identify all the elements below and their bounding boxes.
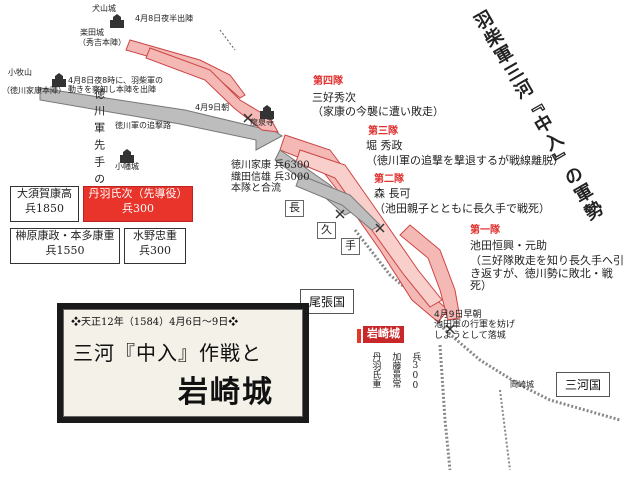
place-inuyama: 犬山城 xyxy=(92,4,116,13)
div1-tag: 第一隊 xyxy=(470,225,500,236)
div1-name: 池田恒興・元助 xyxy=(470,239,547,252)
note-apr8-ieyasu: 4月8日夜8時に、羽柴軍の動きを察知し本陣を出陣 xyxy=(68,76,164,95)
iwasaki-defender-troops: 兵300 xyxy=(410,352,421,391)
div2-note: （池田親子とともに長久手で戦死） xyxy=(374,202,550,215)
place-okazaki: 岡崎城 xyxy=(510,380,534,389)
title-panel: ❖天正12年（1584）4月6日〜9日❖ 三河『中入』作戦と 岩崎城 xyxy=(57,303,309,423)
hashiba-return-arrow-1 xyxy=(295,149,443,308)
div1-note: （三好隊敗走を知り長久手へ引き返すが、徳川勢に敗北・戦死） xyxy=(470,254,624,293)
note-iwasaki-attack: 4月9日早朝 池田軍の行軍を妨げ しようとして落城 xyxy=(434,310,516,341)
div4-note: （家康の今襲に遭い敗走） xyxy=(312,105,444,118)
road-line xyxy=(353,229,621,422)
div2-tag: 第二隊 xyxy=(374,174,404,185)
battle-mark-3 xyxy=(375,223,385,233)
battle-kanji-1: 長 xyxy=(285,200,304,217)
battle-mark-1 xyxy=(243,113,253,123)
general-name: 榊原康政・本多康重 xyxy=(15,229,115,242)
battle-mark-2 xyxy=(335,209,345,219)
place-gakuden: 楽田城 xyxy=(80,28,104,37)
title-line2: 岩崎城 xyxy=(178,375,274,410)
place-komaki: 小牧山 xyxy=(8,68,32,77)
place-ryusenji: 龍泉寺 xyxy=(250,118,274,127)
note-pursuit: 徳川軍の追撃路 xyxy=(115,121,171,130)
general-box-sakakibara: 榊原康政・本多康重 兵1550 xyxy=(10,228,120,264)
general-troops: 兵300 xyxy=(122,201,154,215)
place-komaki-note: （徳川家康本陣） xyxy=(2,86,66,95)
castle-icon xyxy=(108,13,126,28)
battle-kanji-3: 手 xyxy=(341,238,360,255)
div3-tag: 第三隊 xyxy=(368,126,398,137)
div4-name: 三好秀次 xyxy=(312,91,356,104)
general-troops: 兵300 xyxy=(139,243,171,257)
battle-kanji-2: 久 xyxy=(317,222,336,239)
general-name: 大須賀康高 xyxy=(17,187,72,200)
general-box-osuga: 大須賀康高 兵1850 xyxy=(10,186,79,222)
castle-icon xyxy=(258,104,276,119)
div4-tag: 第四隊 xyxy=(313,76,343,87)
title-line1: 三河『中入』作戦と xyxy=(73,341,262,365)
place-iwasaki: 岩崎城 xyxy=(363,326,404,343)
note-apr8-hideyoshi: 4月8日夜半出陣 xyxy=(135,14,194,23)
castle-icon xyxy=(50,72,68,87)
region-owari: 尾張国 xyxy=(300,289,355,314)
dashed-arrow xyxy=(219,29,236,51)
note-apr9: 4月9日朝 xyxy=(195,103,230,112)
iwasaki-red-marker xyxy=(357,329,361,343)
general-name: 水野忠重 xyxy=(133,229,177,242)
general-box-niwa-ujitsugu: 丹羽氏次（先導役） 兵300 xyxy=(83,186,193,222)
hashiba-return-arrow-2 xyxy=(399,224,461,321)
castle-icon xyxy=(118,148,136,163)
general-name: 丹羽氏次（先導役） xyxy=(88,187,188,200)
place-obata: 小幡城 xyxy=(115,162,139,171)
region-mikawa: 三河国 xyxy=(556,372,611,397)
ieyasu-main-army: 徳川家康 兵6300 織田信雄 兵3000 本隊と合流 xyxy=(231,160,310,194)
iwasaki-defender-ally: 加藤景常 xyxy=(390,352,401,388)
tokugawa-generals-label: 徳川軍先手の五将 xyxy=(92,88,106,224)
tokugawa-pursuit-arrow xyxy=(39,87,283,151)
road-line-2 xyxy=(438,344,452,471)
iwasaki-defender-name: 丹羽氏重 xyxy=(370,352,381,388)
title-date: ❖天正12年（1584）4月6日〜9日❖ xyxy=(71,317,239,328)
general-box-mizuno: 水野忠重 兵300 xyxy=(124,228,186,264)
div2-name: 森 長可 xyxy=(374,187,411,200)
road-line-3 xyxy=(499,389,511,471)
tokugawa-arrow-3 xyxy=(295,174,381,231)
general-troops: 兵1550 xyxy=(45,243,85,257)
place-gakuden-note: （秀吉本陣） xyxy=(78,38,126,47)
general-troops: 兵1850 xyxy=(25,201,64,215)
div3-name: 堀 秀政 xyxy=(366,139,403,152)
div3-note: （徳川軍の追撃を撃退するが戦線離脱） xyxy=(366,154,564,167)
battle-mark-4 xyxy=(445,324,455,334)
hashiba-march-arrow-2 xyxy=(145,47,279,133)
